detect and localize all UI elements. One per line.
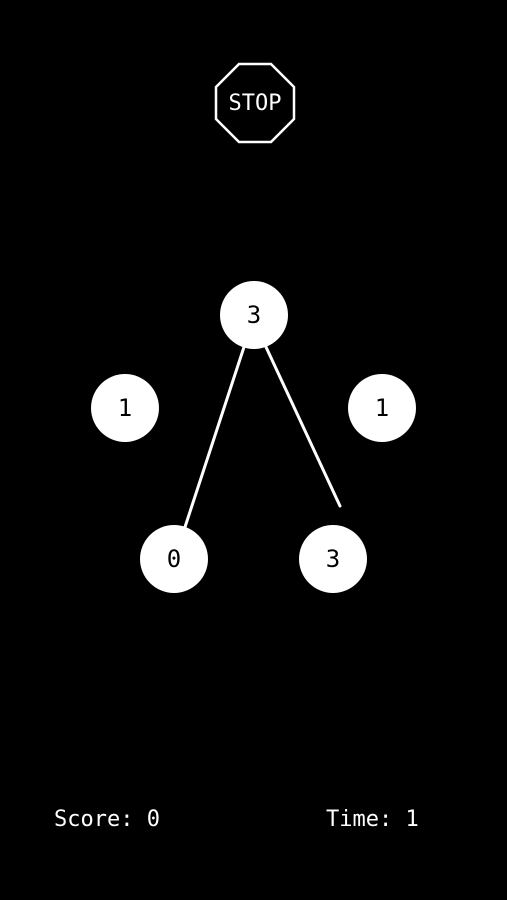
link-line-top-to-bottom-left [183,345,246,529]
node-circle [348,374,416,442]
octagon-stop-icon [214,62,296,144]
time-value: 1 [405,807,419,832]
time-label: Time: [326,807,393,832]
link-line-top-to-bottom-right [264,345,342,508]
node-circle [91,374,159,442]
score-display: Score: 0 [54,806,160,834]
stop-button-label: STOP [229,91,282,116]
score-value: 0 [146,807,160,832]
score-label: Score: [54,807,134,832]
node-bottom-right[interactable]: 3 [299,525,367,593]
stop-button[interactable]: STOP [214,62,296,144]
node-value: 0 [167,545,181,573]
node-left[interactable]: 1 [91,374,159,442]
node-right[interactable]: 1 [348,374,416,442]
node-value: 3 [247,301,261,329]
node-value: 3 [326,545,340,573]
node-value: 1 [118,394,132,422]
node-circle [220,281,288,349]
node-circle [299,525,367,593]
time-display: Time: 1 [326,806,419,834]
node-bottom-left[interactable]: 0 [140,525,208,593]
node-circle [140,525,208,593]
node-top[interactable]: 3 [220,281,288,349]
node-value: 1 [375,394,389,422]
